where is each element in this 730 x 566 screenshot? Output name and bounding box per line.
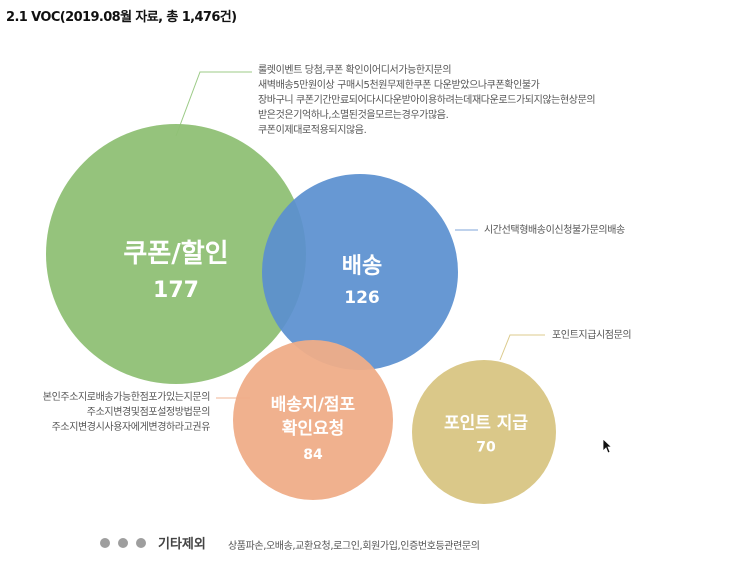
- bubble-count: 70: [476, 439, 496, 456]
- bubble-name: 배송: [341, 254, 383, 279]
- bubble-name: 포인트 지급: [443, 413, 529, 434]
- address-note-line: 주소지변경시사용자에게변경하라고권유: [51, 422, 211, 433]
- other-label: 기타제외: [158, 537, 206, 552]
- point-note-line: 포인트지급시점문의: [552, 330, 632, 341]
- bubble-name: 쿠폰/할인: [123, 239, 229, 269]
- footer-dots: [100, 538, 146, 548]
- address-note: 본인주소지로배송가능한점포가있는지문의 주소지변경및점포설정방법문의 주소지변경…: [42, 390, 211, 435]
- bubble-name: 배송지/점포 확인요청: [270, 395, 356, 439]
- coupon-leader-line: [175, 71, 252, 137]
- address-note-line: 본인주소지로배송가능한점포가있는지문의: [42, 392, 211, 403]
- coupon-note-line: 쿠폰이제대로적용되지않음.: [258, 125, 367, 136]
- coupon-note-line: 새벽배송5만원이상 구매시5천원무제한쿠폰 다운받았으나쿠폰확인불가: [258, 80, 540, 91]
- point-leader-line: [499, 334, 545, 361]
- page-title: 2.1 VOC(2019.08월 자료, 총 1,476건): [6, 10, 237, 25]
- dot-icon: [118, 538, 128, 548]
- coupon-note-line: 장바구니 쿠폰기간만료되어다시다운받아이용하려는데재다운로드가되지않는현상문의: [258, 95, 596, 106]
- delivery-note: 시간선택형배송이신청불가문의배송: [484, 223, 625, 238]
- address-bubble-label: 배송지/점포 확인요청 84: [271, 393, 355, 463]
- coupon-bubble-label: 쿠폰/할인 177: [123, 233, 228, 303]
- point-bubble-label: 포인트 지급 70: [444, 409, 528, 456]
- coupon-note: 룰렛이벤트 당첨,쿠폰 확인이어디서가능한지문의 새벽배송5만원이상 구매시5천…: [258, 63, 596, 138]
- address-note-line: 주소지변경및점포설정방법문의: [86, 407, 211, 418]
- bubble-count: 126: [344, 288, 380, 308]
- other-description: 상품파손,오배송,교환요청,로그인,회원가입,인증번호등관련문의: [228, 541, 480, 552]
- mouse-cursor-icon: [602, 438, 612, 454]
- delivery-note-line: 시간선택형배송이신청불가문의배송: [484, 225, 625, 236]
- bubble-count: 177: [153, 278, 199, 303]
- point-note: 포인트지급시점문의: [552, 328, 632, 343]
- delivery-bubble-label: 배송 126: [342, 248, 382, 308]
- bubble-count: 84: [303, 447, 323, 463]
- coupon-bubble: [46, 124, 306, 384]
- coupon-note-line: 룰렛이벤트 당첨,쿠폰 확인이어디서가능한지문의: [258, 65, 452, 76]
- dot-icon: [136, 538, 146, 548]
- point-bubble: [412, 360, 556, 504]
- delivery-bubble: [262, 174, 458, 370]
- dot-icon: [100, 538, 110, 548]
- address-bubble: [233, 340, 393, 500]
- leader-lines: [175, 71, 252, 137]
- coupon-note-line: 받은것은기억하나,소멸된것을모르는경우가많음.: [258, 110, 449, 121]
